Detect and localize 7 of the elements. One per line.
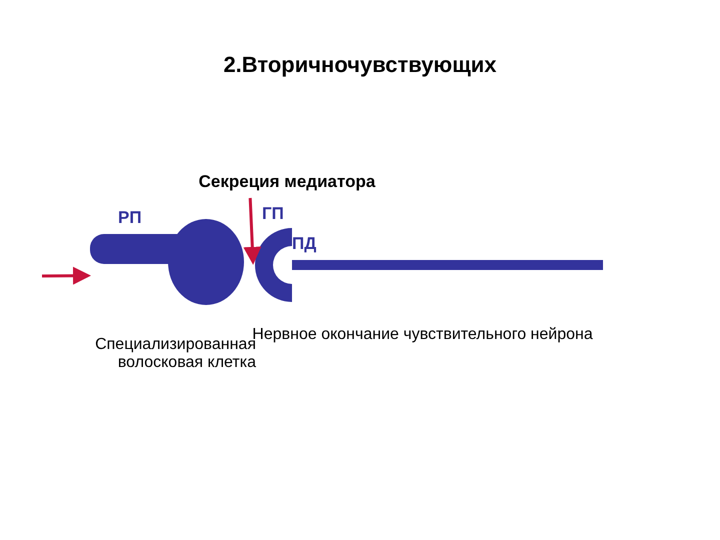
title: 2.Вторичночувствующих xyxy=(222,52,498,78)
potential-label: РП xyxy=(118,208,142,227)
potential-label: ГП xyxy=(262,204,284,223)
arrow xyxy=(243,198,262,265)
arrow xyxy=(42,266,91,285)
annotation-text: Секреция медиатора xyxy=(172,172,402,198)
potential-label: ПД xyxy=(292,234,316,253)
